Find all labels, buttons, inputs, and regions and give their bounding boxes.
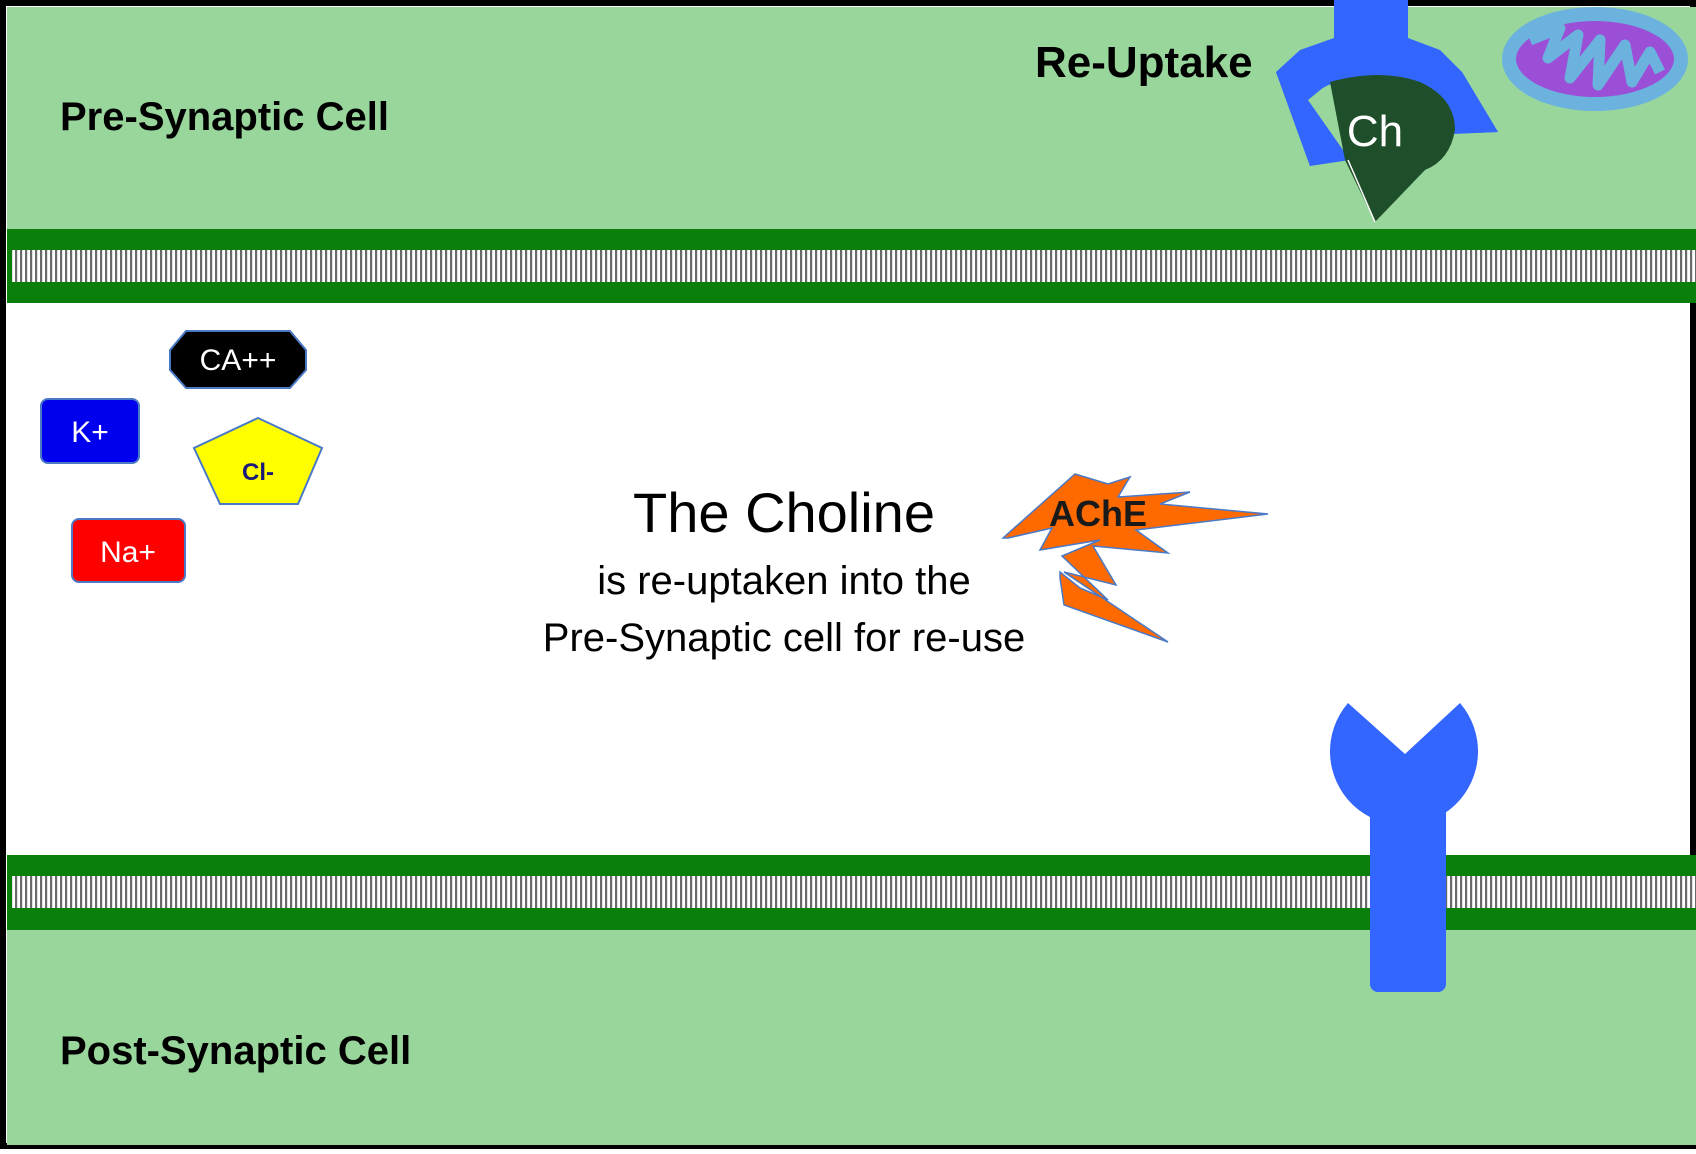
mitochondria-icon: [1509, 14, 1681, 104]
sodium-ion: Na+: [72, 519, 185, 582]
sodium-label: Na+: [100, 536, 156, 569]
calcium-label: CA++: [200, 344, 277, 377]
calcium-ion: CA++: [170, 331, 306, 388]
ache-label: AChE: [1049, 493, 1147, 534]
potassium-label: K+: [71, 416, 109, 449]
pre-synaptic-membrane: [7, 229, 1696, 303]
pre-synaptic-label: Pre-Synaptic Cell: [60, 95, 389, 139]
caption-title: The Choline: [633, 481, 935, 544]
re-uptake-label: Re-Uptake: [1035, 38, 1253, 87]
post-synaptic-label: Post-Synaptic Cell: [60, 1029, 411, 1073]
caption-line-2: Pre-Synaptic cell for re-use: [543, 616, 1025, 660]
potassium-ion: K+: [41, 399, 139, 463]
caption-line-1: is re-uptaken into the: [597, 559, 971, 603]
choline-label: Ch: [1347, 107, 1403, 156]
chloride-label: Cl-: [242, 459, 274, 486]
